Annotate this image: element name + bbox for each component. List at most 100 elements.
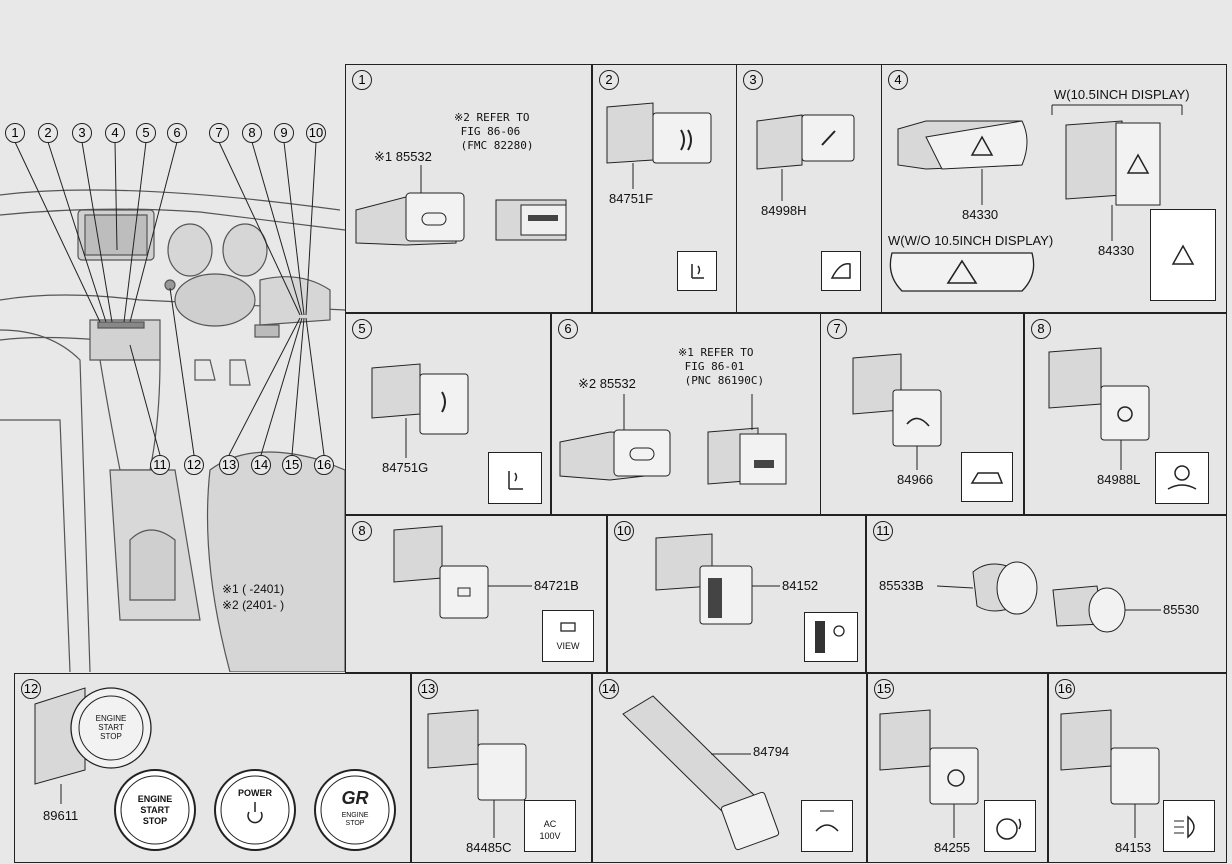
panel-number: 1	[352, 70, 372, 90]
steering-heater-switch-drawing	[879, 709, 979, 838]
callout-12: 12	[184, 455, 204, 475]
panel-5: 5 84751G	[345, 313, 551, 515]
callout-10: 10	[306, 123, 326, 143]
seat-heater-icon	[508, 471, 523, 490]
part-number: 84751F	[609, 191, 654, 206]
panel-number: 10	[614, 521, 634, 541]
callout-16: 16	[314, 455, 334, 475]
view-switch-drawing	[393, 525, 532, 619]
power-button-label: POWER	[237, 788, 272, 798]
panel-number: 8	[352, 521, 372, 541]
dashboard-illustration	[0, 0, 345, 672]
panel-14: 14 84794	[592, 673, 867, 863]
callout-9: 9	[274, 123, 294, 143]
panel-number: 15	[874, 679, 894, 699]
hazard-symbol	[1150, 209, 1216, 301]
without-display-label: W(W/O 10.5INCH DISPLAY)	[888, 233, 1054, 248]
part-number: 84721B	[534, 578, 579, 593]
panel-2: 2 84751F	[592, 64, 737, 313]
part-number: 84330	[1098, 243, 1135, 258]
camera-icon	[560, 622, 576, 632]
panel-number: 14	[599, 679, 619, 699]
panel-8-vsc: 8 84988L	[1024, 313, 1227, 515]
panel-number: 4	[888, 70, 908, 90]
panel-16: 16 84153	[1048, 673, 1227, 863]
knob-text-line: START	[98, 723, 124, 732]
knob-text-line: ENGINE	[95, 714, 127, 723]
part-number: 89611	[43, 808, 79, 823]
view-label: VIEW	[556, 641, 580, 651]
panel-number: 12	[21, 679, 41, 699]
trunk-icon	[970, 472, 1004, 484]
knob-text: ENGINE START STOP	[91, 714, 131, 741]
callout-6: 6	[167, 123, 187, 143]
callout-2: 2	[38, 123, 58, 143]
callout-11: 11	[150, 455, 170, 475]
ac-outlet-symbol: AC 100V	[524, 800, 576, 852]
hazard-icon	[1171, 244, 1195, 265]
panel-number: 8	[1031, 319, 1051, 339]
panel-7: 7 84966	[820, 313, 1024, 515]
part-number: 84794	[753, 744, 790, 759]
power-outlet-drawing	[936, 561, 1161, 633]
hazard-switch-drawing	[889, 104, 1183, 292]
headlamp-leveling-switch-drawing	[655, 533, 780, 625]
trunk-symbol	[961, 452, 1013, 502]
panel-number: 6	[558, 319, 578, 339]
seat-heater-symbol	[677, 251, 717, 291]
callout-7: 7	[209, 123, 229, 143]
button-text-line: ENGINE	[137, 794, 173, 804]
variant-note-2: ※2 (2401- )	[222, 598, 285, 612]
trunk-switch-drawing	[852, 353, 942, 470]
switch-85532-drawing	[355, 165, 567, 246]
part-number: 84485C	[466, 840, 512, 855]
vsc-switch-drawing	[1048, 347, 1150, 470]
refer-note: ※2 REFER TO FIG 86-06 (FMC 82280)	[454, 111, 534, 152]
part-number: 84998H	[761, 203, 807, 218]
part-number: 84988L	[1097, 472, 1141, 487]
steering-heater-symbol	[984, 800, 1036, 852]
defogger-symbol	[801, 800, 853, 852]
part-number: 84152	[782, 578, 819, 593]
gr-button-text: ENGINE STOP	[331, 812, 379, 828]
callout-1: 1	[5, 123, 25, 143]
leveling-symbol	[804, 612, 858, 662]
headlamp-symbol	[1163, 800, 1215, 852]
seat-heater-icon	[691, 264, 704, 279]
start-button-drawing	[34, 687, 396, 851]
panel-4: 4 W(10.5INCH DISPLAY) 84330 W(W/O 10.5IN…	[881, 64, 1227, 313]
view-symbol: VIEW	[542, 610, 594, 662]
callout-13: 13	[219, 455, 239, 475]
with-display-label: W(10.5INCH DISPLAY)	[1054, 87, 1190, 102]
symbol-line-1: AC	[543, 819, 557, 829]
panel-10: 10 84152	[607, 515, 866, 673]
defogger-icon	[815, 810, 839, 832]
panel-3: 3 84998H	[736, 64, 882, 313]
callout-8: 8	[242, 123, 262, 143]
part-number: ※2 85532	[578, 376, 636, 391]
panel-number: 13	[418, 679, 438, 699]
button-text-line: STOP	[142, 816, 168, 826]
panel-12: 12 89611 ENGINE START STOP ENGINE START …	[14, 673, 411, 863]
defogger-switch-drawing	[622, 695, 780, 851]
refer-note: ※1 REFER TO FIG 86-01 (PNC 86190C)	[678, 346, 765, 387]
callout-4: 4	[105, 123, 125, 143]
engine-start-stop-button: ENGINE START STOP	[131, 794, 179, 827]
vsc-off-icon	[1167, 465, 1197, 490]
knob-text-line: STOP	[100, 732, 122, 741]
button-text-line: STOP	[345, 820, 365, 827]
seat-heater-switch-drawing	[371, 363, 469, 458]
panel-15: 15 84255	[867, 673, 1048, 863]
part-number: 84966	[897, 472, 934, 487]
panel-number: 7	[827, 319, 847, 339]
panel-number: 16	[1055, 679, 1075, 699]
part-number: 84330	[962, 207, 999, 222]
callout-5: 5	[136, 123, 156, 143]
part-number: 84255	[934, 840, 971, 855]
variant-note-1: ※1 ( -2401)	[222, 582, 285, 596]
panel-number: 2	[599, 70, 619, 90]
panel-number: 5	[352, 319, 372, 339]
part-number: 85530	[1163, 602, 1200, 617]
usb-switch-drawing	[559, 394, 787, 485]
